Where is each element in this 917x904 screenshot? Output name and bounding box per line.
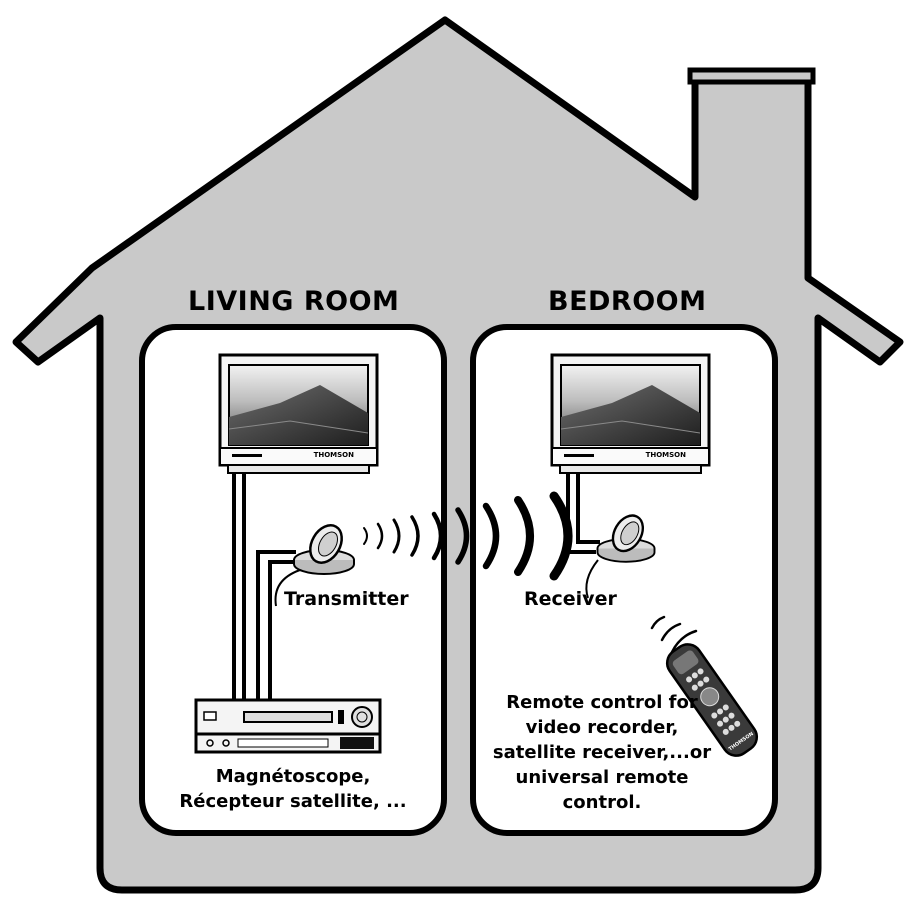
bedroom-title: BEDROOM (548, 286, 707, 317)
remote-control-caption: Remote control for video recorder, satel… (480, 690, 724, 815)
source-caption-line: Récepteur satellite, ... (179, 791, 407, 812)
source-devices-caption: Magnétoscope, Récepteur satellite, ... (160, 764, 426, 814)
remote-caption-line: video recorder, (525, 717, 679, 738)
bedroom-tv-brand: THOMSON (646, 451, 687, 459)
remote-control-icon: THOMSON (665, 643, 759, 757)
signal-waves (363, 491, 573, 581)
remote-signal-waves (650, 615, 698, 654)
transmitter-label: Transmitter (284, 588, 409, 610)
remote-caption-line: satellite receiver,...or (492, 742, 712, 763)
chimney-cap (687, 67, 816, 85)
remote-caption-line: Remote control for (506, 692, 698, 713)
satellite-receiver-icon (194, 732, 382, 754)
remote-caption-line: universal remote (515, 767, 689, 788)
source-caption-line: Magnétoscope, (215, 766, 371, 787)
living-room-title: LIVING ROOM (188, 286, 400, 317)
remote-caption-line: control. (562, 792, 642, 813)
vcr-icon (194, 698, 382, 736)
living-tv-brand: THOMSON (314, 451, 355, 459)
receiver-label: Receiver (524, 588, 617, 610)
cables (232, 462, 600, 700)
